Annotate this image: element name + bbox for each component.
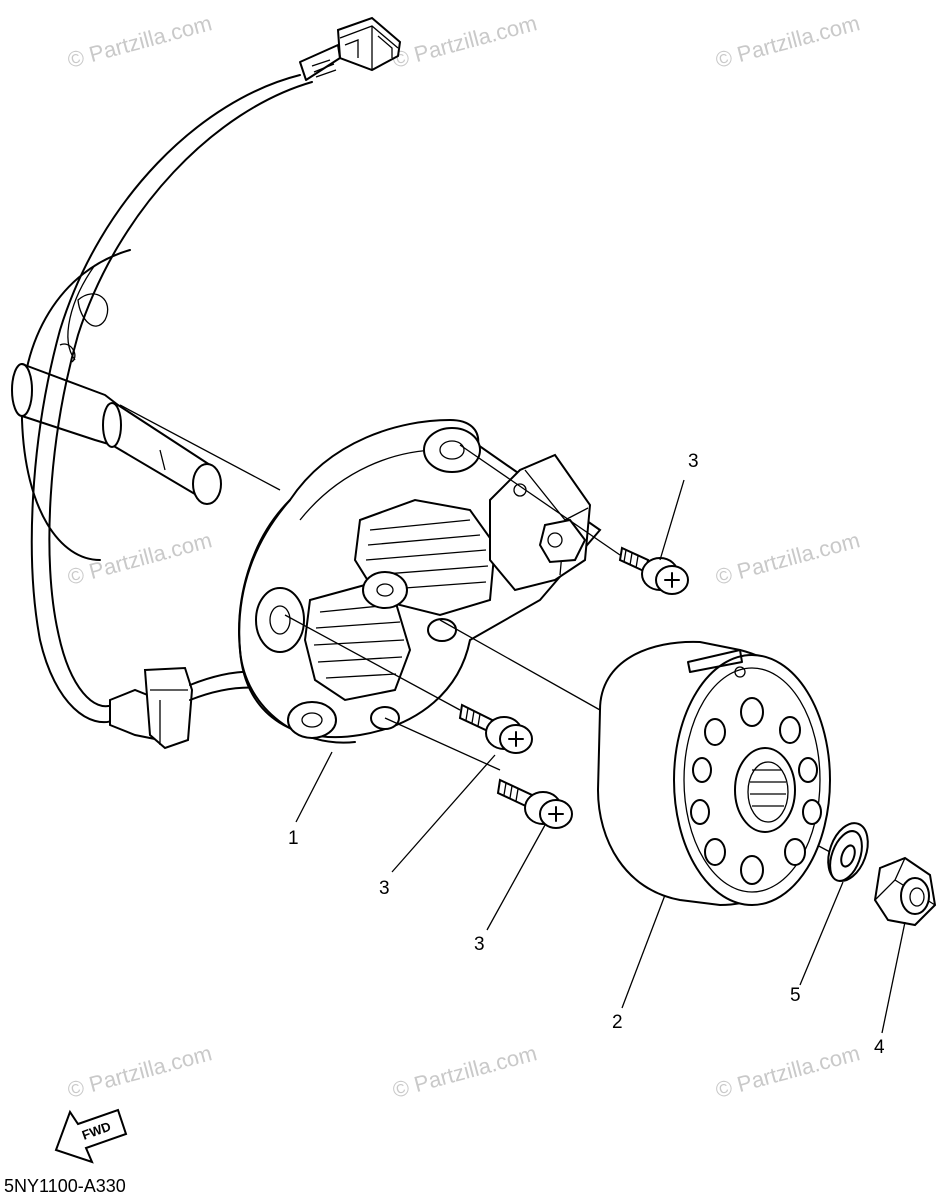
callout-rotor: 2	[612, 1012, 623, 1033]
watermark: © Partzilla.com	[713, 527, 863, 590]
screw-top	[618, 546, 689, 595]
callout-washer: 5	[790, 985, 801, 1006]
fwd-arrow-indicator: FWD	[54, 1108, 128, 1164]
callout-screw-top: 3	[688, 451, 699, 472]
watermark: © Partzilla.com	[390, 10, 540, 73]
engine-case-outline	[11, 249, 222, 561]
watermark: © Partzilla.com	[713, 10, 863, 73]
callout-labels: 1 2 3 3 3 4 5	[288, 451, 885, 1058]
watermark: © Partzilla.com	[390, 1040, 540, 1103]
callout-screw-mid: 3	[379, 878, 390, 899]
callout-nut: 4	[874, 1037, 885, 1058]
watermark: © Partzilla.com	[713, 1040, 863, 1103]
callout-stator: 1	[288, 828, 299, 849]
screw-low	[496, 778, 573, 829]
leader-lines	[295, 479, 906, 1034]
stator-assembly	[238, 418, 602, 744]
diagram-code: 5NY1100-A330	[4, 1176, 126, 1196]
rotor-flywheel	[596, 640, 831, 907]
nut	[873, 856, 937, 927]
watermark: © Partzilla.com	[65, 1040, 215, 1103]
wire-harness	[30, 16, 402, 750]
washer	[827, 822, 869, 882]
screw-mid	[458, 703, 533, 754]
callout-screw-low: 3	[474, 934, 485, 955]
assembly-axis-lines	[119, 404, 831, 853]
watermark: © Partzilla.com	[65, 10, 215, 73]
